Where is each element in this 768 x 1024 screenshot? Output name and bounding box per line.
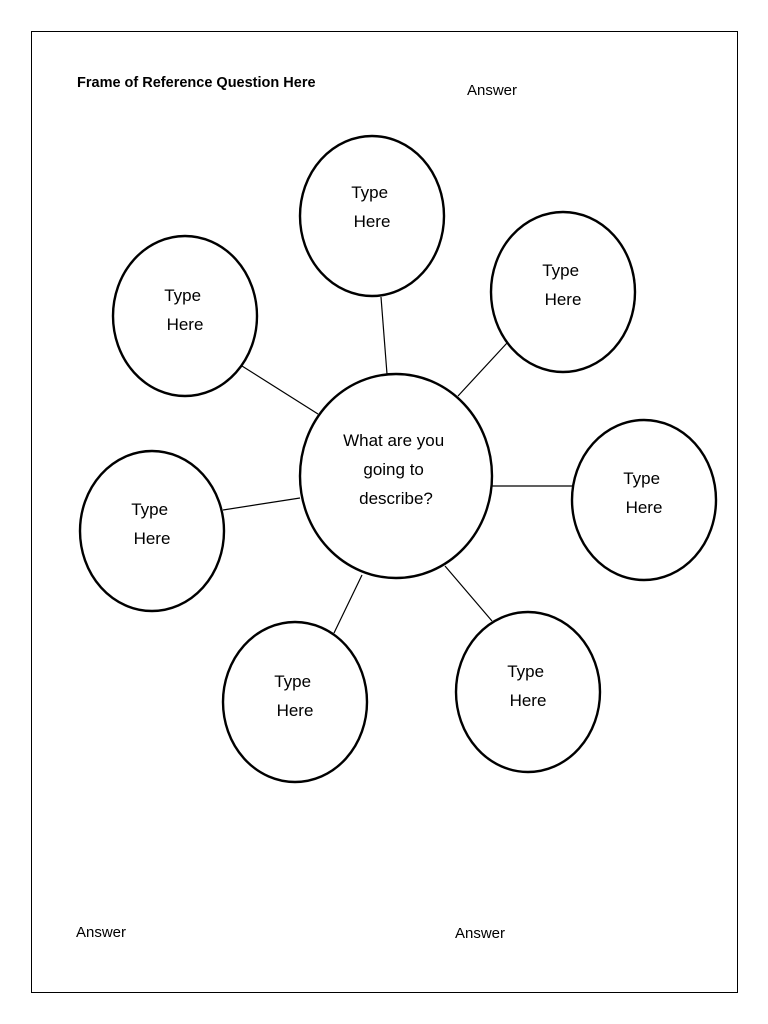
bubble-shape bbox=[111, 234, 259, 398]
bubble-upper-left[interactable]: Type Here bbox=[111, 234, 259, 398]
bubble-left[interactable]: Type Here bbox=[78, 449, 226, 613]
answer-top-field[interactable]: Answer bbox=[467, 82, 518, 99]
page-border bbox=[31, 31, 738, 993]
bubble-text: Type Here bbox=[351, 183, 393, 231]
bubble-shape bbox=[298, 134, 446, 298]
center-bubble-shape bbox=[298, 372, 494, 580]
connector-line bbox=[444, 565, 493, 622]
bubble-shape bbox=[78, 449, 226, 613]
bubble-text: Type Here bbox=[623, 469, 665, 517]
frame-of-reference-question[interactable]: Frame of Reference Question Here bbox=[77, 75, 316, 91]
connector-line bbox=[241, 365, 319, 415]
bubble-text: Type Here bbox=[131, 500, 173, 548]
answer-bottom-right-field[interactable]: Answer bbox=[455, 925, 506, 942]
bubble-lower-left[interactable]: Type Here bbox=[221, 620, 369, 784]
bubble-shape bbox=[454, 610, 602, 774]
bubble-top[interactable]: Type Here bbox=[298, 134, 446, 298]
bubble-shape bbox=[221, 620, 369, 784]
bubble-shape bbox=[489, 210, 637, 374]
bubble-right[interactable]: Type Here bbox=[570, 418, 718, 582]
bubble-upper-right[interactable]: Type Here bbox=[489, 210, 637, 374]
connector-lines bbox=[222, 296, 574, 634]
bubble-lower-right[interactable]: Type Here bbox=[454, 610, 602, 774]
bubble-text: Type Here bbox=[542, 261, 584, 309]
bubble-text: Type Here bbox=[274, 672, 316, 720]
center-bubble[interactable]: What are you going to describe? bbox=[298, 372, 494, 580]
connector-line bbox=[222, 497, 301, 511]
bubble-text: Type Here bbox=[507, 662, 549, 710]
connector-line bbox=[333, 574, 363, 634]
connector-line bbox=[380, 296, 388, 375]
bubble-text: Type Here bbox=[164, 286, 206, 334]
bubble-shape bbox=[570, 418, 718, 582]
answer-bottom-left-field[interactable]: Answer bbox=[76, 924, 127, 941]
center-bubble-text: What are you going to describe? bbox=[343, 431, 449, 508]
connector-line bbox=[457, 342, 508, 397]
